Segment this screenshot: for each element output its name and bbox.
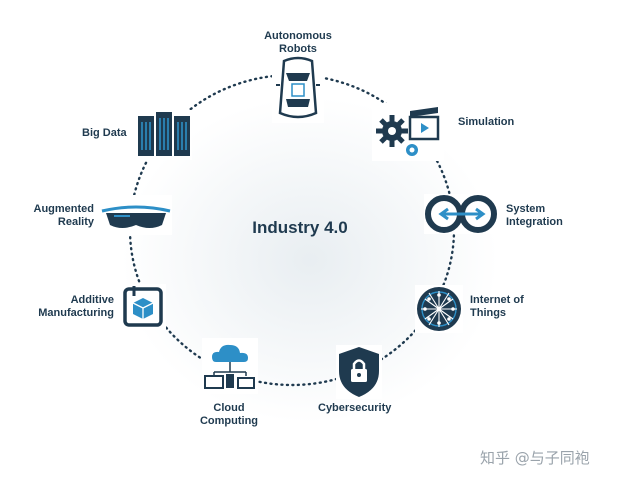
node-label-simulation: Simulation	[458, 116, 515, 128]
3d-print-cube-icon	[120, 284, 166, 330]
node-label-additive-manufacturing: Additive Manufacturing	[38, 294, 114, 319]
node-label-cybersecurity: Cybersecurity	[318, 402, 392, 414]
node-label-augmented-reality: Augmented Reality	[33, 203, 95, 228]
center-title: Industry 4.0	[252, 218, 348, 237]
autonomous-vehicle-icon	[272, 55, 324, 123]
ar-headset-icon	[100, 195, 172, 235]
node-label-autonomous-robots: Autonomous Robots	[264, 30, 332, 55]
server-rack-icon	[136, 110, 192, 160]
cloud-network-icon	[202, 338, 258, 394]
integration-loop-icon	[424, 194, 498, 234]
shield-lock-icon	[336, 345, 382, 399]
watermark: 知乎 @与子同袍	[480, 449, 590, 467]
node-label-big-data: Big Data	[82, 127, 127, 139]
gear-clapper-icon	[372, 103, 444, 161]
node-label-system-integration: System Integration	[506, 203, 563, 228]
node-label-internet-of-things: Internet of Things	[470, 294, 524, 319]
network-globe-icon	[415, 285, 463, 333]
node-label-cloud-computing: Cloud Computing	[199, 402, 259, 427]
